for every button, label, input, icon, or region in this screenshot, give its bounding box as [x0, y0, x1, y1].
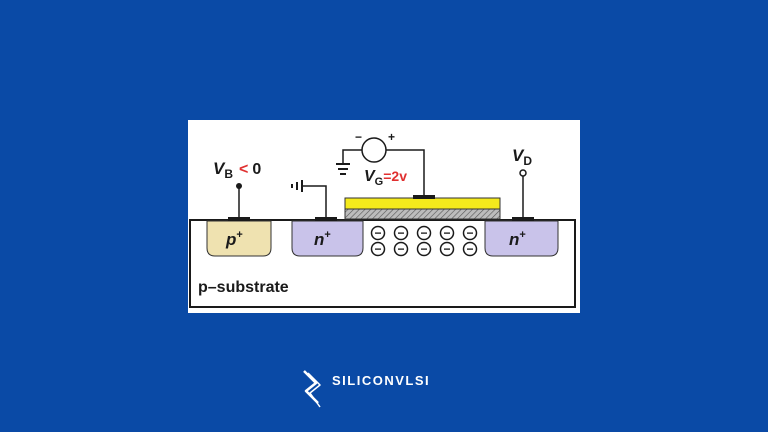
- source-plus-sign: +: [388, 130, 395, 144]
- electron: −: [393, 225, 409, 241]
- gate-oxide: [344, 208, 501, 220]
- n-plus-drain-region: [484, 220, 559, 257]
- electron: −: [416, 225, 432, 241]
- svg-text:−: −: [374, 226, 381, 240]
- drain-contact-pad: [512, 217, 534, 221]
- svg-text:−: −: [397, 242, 404, 256]
- svg-text:−: −: [420, 226, 427, 240]
- electron: −: [370, 225, 386, 241]
- svg-text:−: −: [443, 226, 450, 240]
- electron: −: [370, 241, 386, 257]
- n-plus-source-region: [291, 220, 364, 257]
- gate-wire: [386, 149, 425, 195]
- n-plus-source-label: n+: [314, 229, 331, 249]
- brand-name: SILICONVLSI: [332, 373, 431, 388]
- source-contact-pad: [315, 217, 337, 221]
- electron: −: [439, 225, 455, 241]
- body-contact-pad: [228, 217, 250, 221]
- vd-label: VD: [512, 146, 532, 168]
- mosfet-diagram: p+ n+ n+ − − − − − − − − − − VB <0: [189, 130, 576, 308]
- mosfet-diagram-panel: p+ n+ n+ − − − − − − − − − − VB <0: [188, 120, 580, 313]
- p-plus-label: p+: [225, 229, 243, 249]
- source-minus-sign: −: [355, 130, 362, 144]
- vb-terminal-dot: [236, 183, 242, 189]
- svg-text:−: −: [397, 226, 404, 240]
- svg-text:−: −: [466, 226, 473, 240]
- electron: −: [462, 225, 478, 241]
- p-plus-region: [206, 220, 272, 257]
- voltage-source-icon: [361, 137, 387, 163]
- vb-relation: <0: [239, 161, 261, 178]
- svg-text:−: −: [420, 242, 427, 256]
- electron: −: [462, 241, 478, 257]
- siliconvlsi-logo-icon: [303, 370, 321, 408]
- brand: SILICONVLSI: [300, 369, 500, 409]
- gate-contact-pad: [413, 195, 435, 199]
- electron: −: [393, 241, 409, 257]
- electron: −: [416, 241, 432, 257]
- source-ground-wire: [342, 149, 362, 164]
- svg-text:−: −: [466, 242, 473, 256]
- vd-terminal-circle: [519, 169, 527, 177]
- substrate-label: p–substrate: [198, 279, 289, 296]
- electron-channel: − − − − − − − − − −: [370, 225, 478, 257]
- vb-label: VB: [213, 159, 233, 181]
- svg-text:−: −: [374, 242, 381, 256]
- electron: −: [439, 241, 455, 257]
- vg-label: VG=2v: [364, 168, 407, 188]
- gate-electrode: [344, 197, 501, 210]
- svg-text:−: −: [443, 242, 450, 256]
- n-plus-drain-label: n+: [509, 229, 526, 249]
- source-wire: [303, 185, 327, 217]
